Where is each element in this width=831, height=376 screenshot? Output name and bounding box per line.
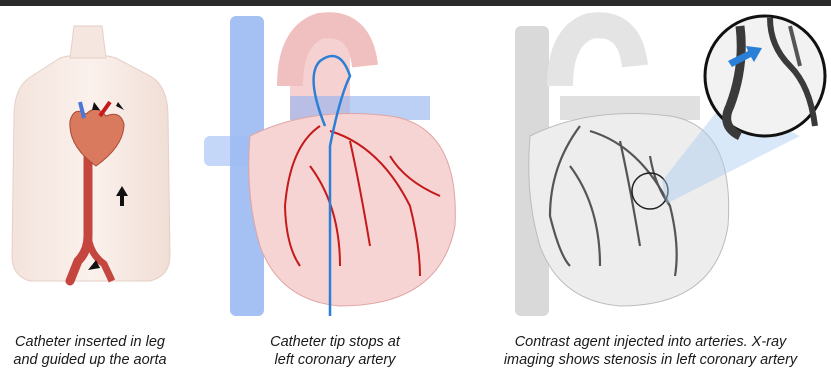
- caption-line: Catheter tip stops at: [190, 333, 480, 351]
- caption-panel-2: Catheter tip stops at left coronary arte…: [190, 333, 480, 369]
- xray-heart: [470, 6, 831, 326]
- caption-line: left coronary artery: [190, 351, 480, 369]
- body-outline: [0, 6, 180, 326]
- caption-panel-1: Catheter inserted in leg and guided up t…: [0, 333, 180, 369]
- caption-line: imaging shows stenosis in left coronary …: [470, 351, 831, 369]
- caption-panel-3: Contrast agent injected into arteries. X…: [470, 333, 831, 369]
- panel-xray: Contrast agent injected into arteries. X…: [470, 6, 831, 376]
- panel-body-catheter: Catheter inserted in leg and guided up t…: [0, 6, 180, 376]
- figure-canvas: Catheter inserted in leg and guided up t…: [0, 6, 831, 376]
- magnifier-inset: [705, 16, 825, 136]
- caption-line: and guided up the aorta: [0, 351, 180, 369]
- caption-line: Catheter inserted in leg: [0, 333, 180, 351]
- caption-line: Contrast agent injected into arteries. X…: [470, 333, 831, 351]
- heart-illustration: [190, 6, 480, 326]
- panel-heart-catheter: Catheter tip stops at left coronary arte…: [190, 6, 480, 376]
